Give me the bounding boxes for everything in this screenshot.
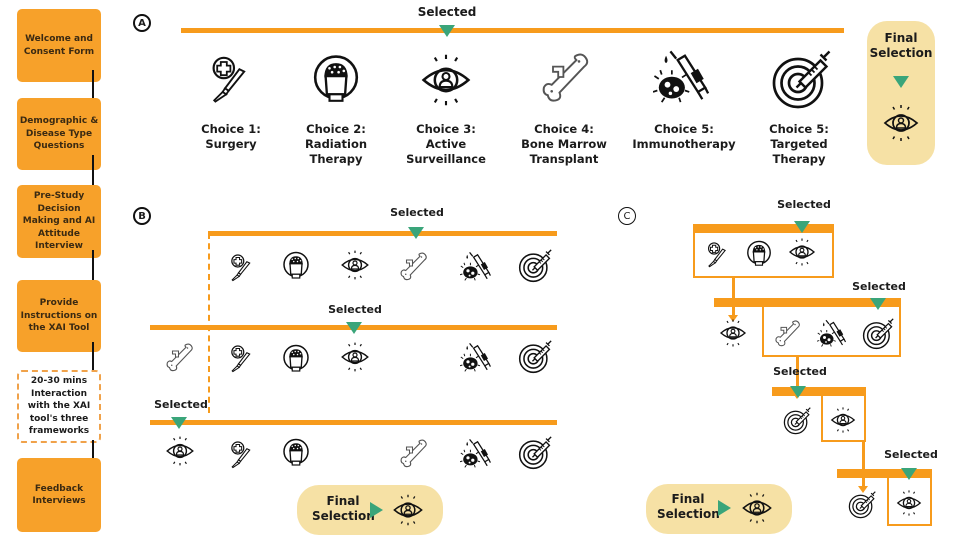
choice-label-immunotherapy: Choice 5:Immunotherapy (632, 122, 736, 151)
final-marker (893, 76, 909, 88)
step-label: Pre-Study Decision Making and AI Attitud… (22, 191, 96, 252)
bone-marrow-icon (399, 438, 429, 468)
choice-timeline-bar (181, 28, 844, 33)
step-label: Demographic & Disease Type Questions (19, 116, 99, 152)
targeted-therapy-icon (518, 249, 552, 283)
eye-surveillance-icon (895, 489, 923, 517)
surgery-scalpel-icon (228, 343, 256, 375)
selected-marker (790, 386, 806, 398)
immunotherapy-syringe-icon (460, 437, 492, 469)
selected-marker (408, 227, 424, 239)
targeted-therapy-icon (771, 50, 831, 110)
step-label: 20-30 mins Interaction with the XAI tool… (27, 376, 91, 437)
step-welcome-consent: Welcome and Consent Form (17, 9, 101, 82)
selected-label: Selected (852, 280, 906, 293)
selected-label: Selected (777, 198, 831, 211)
bone-marrow-icon (165, 342, 195, 372)
round-bar (150, 420, 557, 425)
surgery-scalpel-icon (228, 439, 256, 471)
panel-c-letter: C (618, 207, 636, 225)
selected-marker (901, 468, 917, 480)
eye-surveillance-icon (416, 52, 476, 108)
round-bar (208, 231, 557, 236)
choice-label-surgery: Choice 1:Surgery (201, 122, 261, 151)
bone-marrow-icon (399, 251, 429, 281)
selected-label: Selected (884, 448, 938, 461)
step-feedback-interviews: Feedback Interviews (17, 458, 101, 532)
targeted-therapy-icon (518, 436, 552, 470)
selected-label: Selected (773, 365, 827, 378)
final-marker (718, 500, 731, 516)
connector-arrow (858, 469, 868, 493)
radiation-machine-icon (281, 438, 311, 468)
selected-label: Selected (154, 398, 208, 411)
bone-marrow-icon (774, 319, 802, 347)
step-label: Welcome and Consent Form (23, 34, 95, 57)
selected-label: Selected (417, 5, 477, 19)
radiation-machine-icon (281, 344, 311, 374)
selected-marker (346, 322, 362, 334)
selected-marker (794, 221, 810, 233)
final-marker (370, 502, 383, 518)
round-divider (208, 233, 210, 413)
surgery-scalpel-icon (228, 252, 256, 284)
round-bar (837, 469, 932, 478)
step-demographic: Demographic & Disease Type Questions (17, 98, 101, 170)
immunotherapy-syringe-icon (653, 47, 711, 105)
step-instructions: Provide Instructions on the XAI Tool (17, 280, 101, 352)
step-label: Feedback Interviews (32, 483, 86, 507)
connector-arrow (728, 278, 738, 322)
targeted-therapy-icon (848, 491, 876, 519)
selected-label: Selected (328, 303, 382, 316)
targeted-therapy-icon (518, 340, 552, 374)
eye-surveillance-icon (164, 435, 196, 467)
panel-a-letter: A (133, 14, 151, 32)
eye-surveillance-icon (787, 237, 817, 267)
selected-marker (439, 25, 455, 37)
surgery-scalpel-icon (207, 54, 255, 106)
immunotherapy-syringe-icon (817, 318, 847, 348)
selected-label: Selected (390, 206, 444, 219)
radiation-machine-icon (281, 251, 311, 281)
round-bar (714, 298, 901, 307)
surgery-scalpel-icon (705, 241, 731, 269)
round-bar (772, 387, 866, 396)
step-label: Provide Instructions on the XAI Tool (20, 298, 98, 334)
eye-surveillance-icon (829, 406, 857, 434)
eye-surveillance-icon (339, 341, 371, 373)
targeted-therapy-icon (783, 407, 811, 435)
connector-line (862, 442, 865, 470)
immunotherapy-syringe-icon (460, 250, 492, 282)
round-bar (693, 224, 834, 233)
immunotherapy-syringe-icon (460, 341, 492, 373)
radiation-machine-icon (745, 240, 773, 268)
eye-surveillance-icon (339, 249, 371, 281)
step-xai-interaction: 20-30 mins Interaction with the XAI tool… (17, 370, 101, 443)
eye-surveillance-icon (718, 318, 748, 348)
selected-marker (171, 417, 187, 429)
eye-surveillance-icon (740, 491, 774, 525)
panel-b-letter: B (133, 207, 151, 225)
eye-surveillance-icon (391, 493, 425, 527)
eye-surveillance-icon (881, 103, 921, 143)
bone-marrow-icon (540, 51, 592, 103)
radiation-machine-icon (310, 54, 362, 106)
targeted-therapy-icon (862, 318, 894, 350)
step-pre-study-interview: Pre-Study Decision Making and AI Attitud… (17, 185, 101, 258)
selected-marker (870, 298, 886, 310)
